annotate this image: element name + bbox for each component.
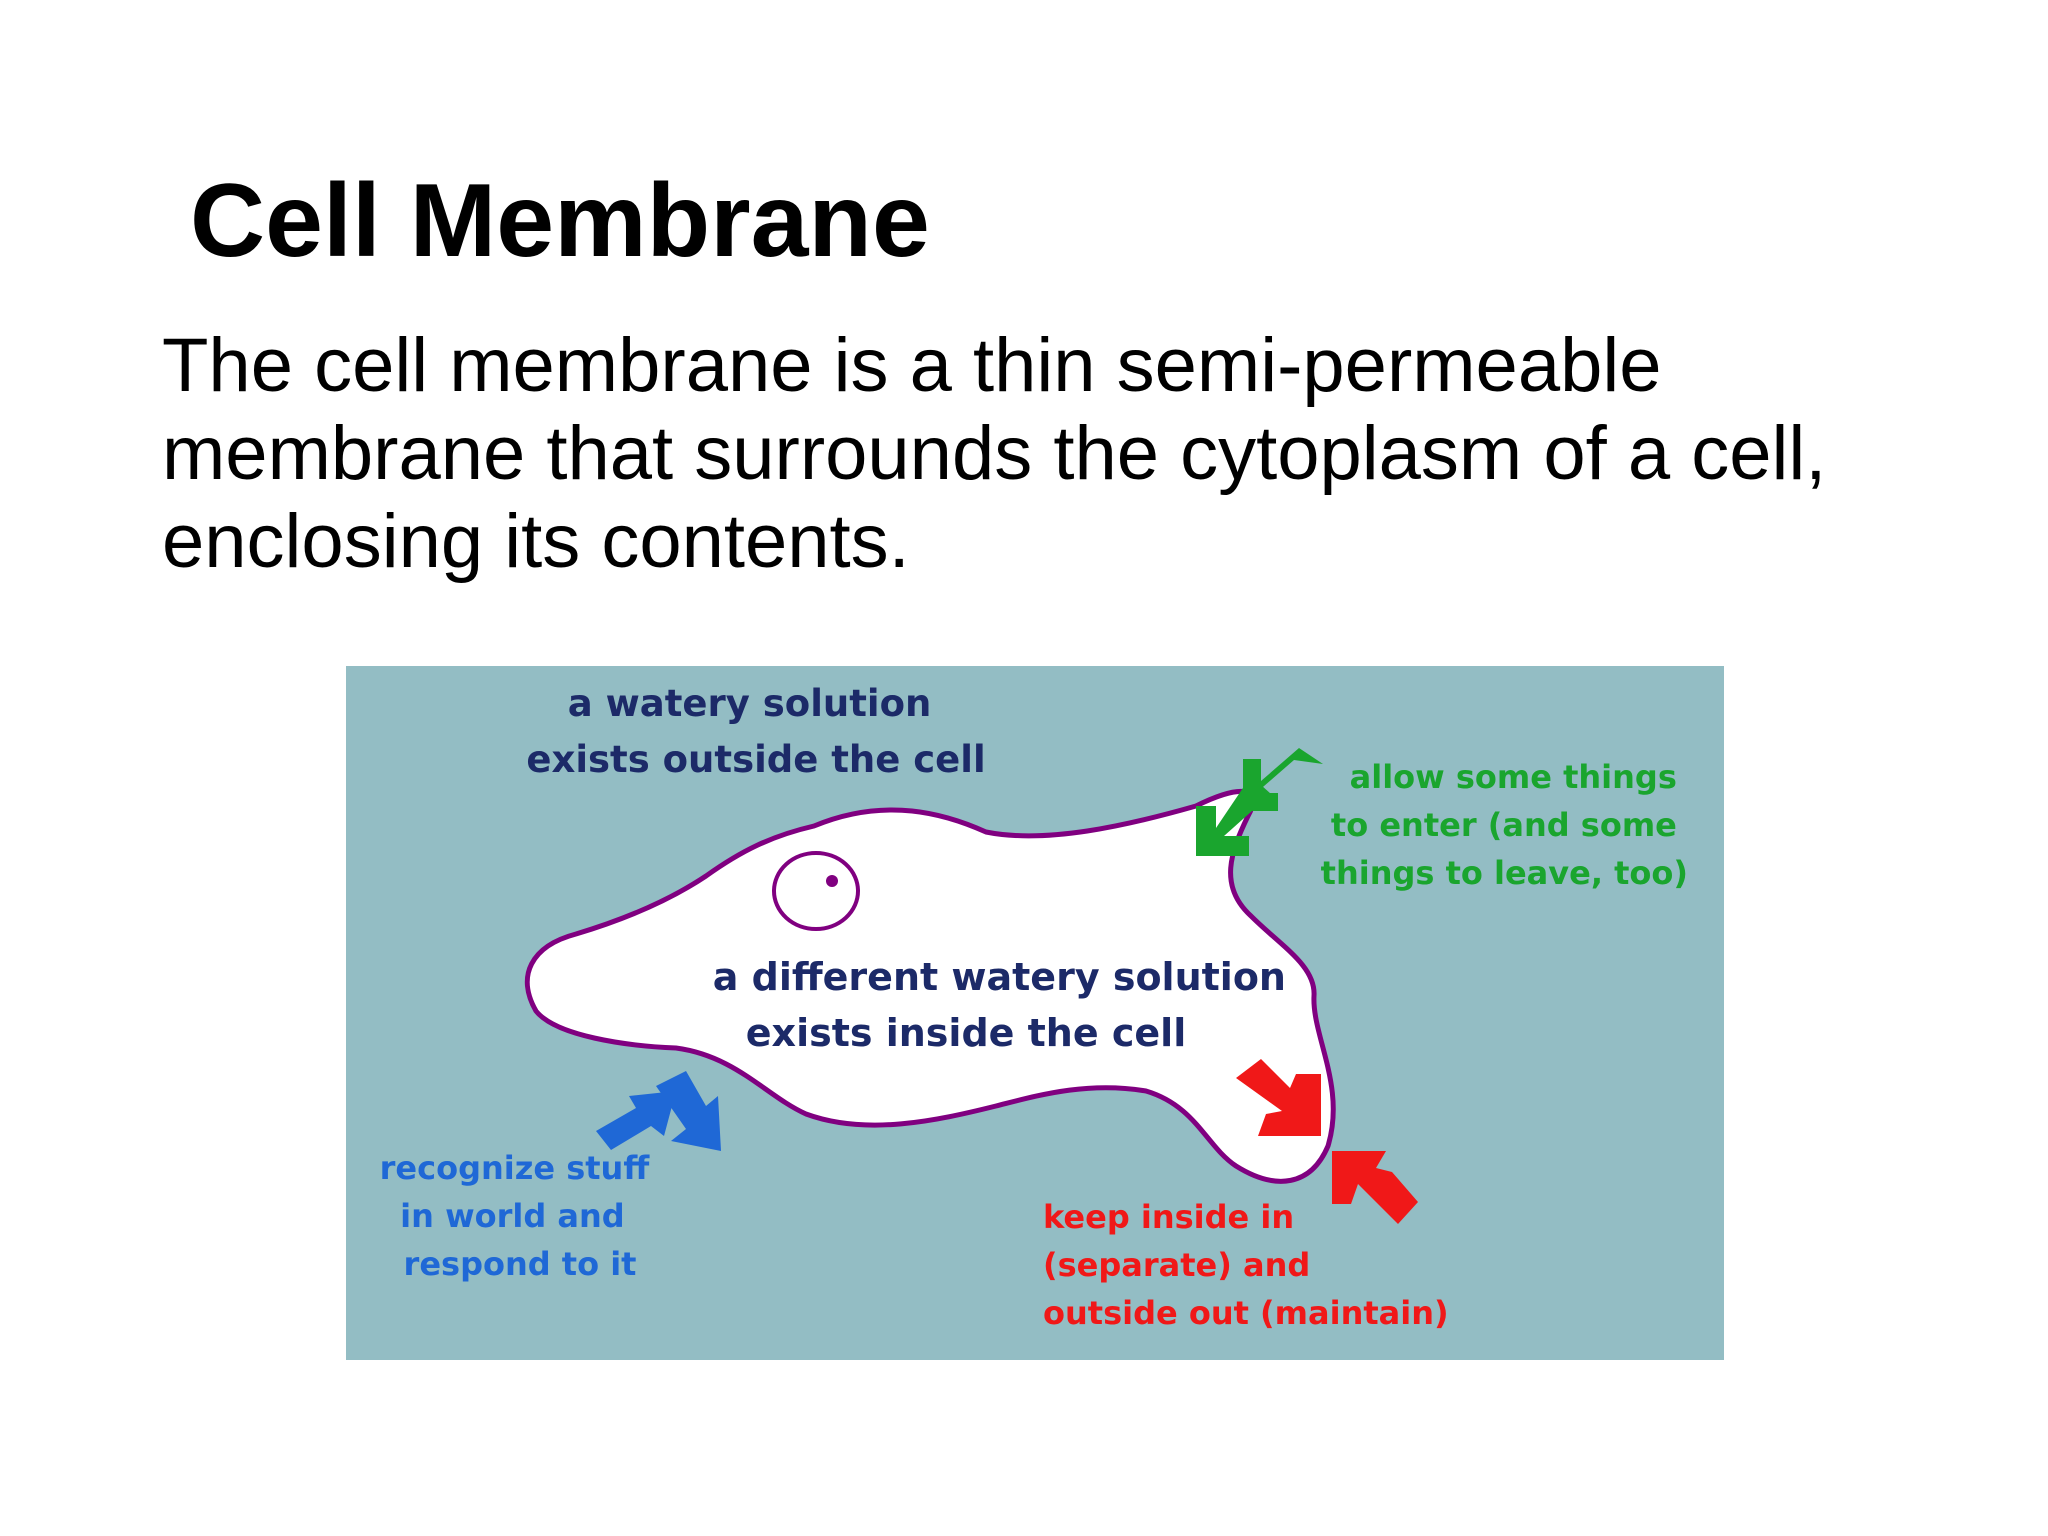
blue-arrow-icon xyxy=(656,1071,721,1151)
red-arrow-icon xyxy=(1236,1059,1321,1136)
keep-inside-label: keep inside in (separate) and outside ou… xyxy=(1043,1198,1449,1332)
cell-membrane-outline xyxy=(524,788,1336,1184)
body-line: The cell membrane is a thin semi-permeab… xyxy=(162,323,1662,408)
slide-body-text: The cell membrane is a thin semi-permeab… xyxy=(162,322,1922,586)
recognize-label: recognize stuff in world and respond to … xyxy=(380,1149,661,1283)
blue-arrow-icon xyxy=(596,1091,676,1150)
body-line: membrane that surrounds the cytoplasm of… xyxy=(162,411,1827,496)
nucleus-circle xyxy=(772,851,860,931)
enter-leave-label: allow some things to enter (and some thi… xyxy=(1321,758,1688,892)
body-line: enclosing its contents. xyxy=(162,499,910,584)
slide-title: Cell Membrane xyxy=(190,163,930,279)
nucleolus-dot xyxy=(826,875,838,887)
inside-solution-label: a different watery solution exists insid… xyxy=(713,955,1299,1055)
green-arrow-icon xyxy=(1196,776,1271,856)
outside-solution-label: a watery solution exists outside the cel… xyxy=(526,682,985,781)
red-arrow-icon xyxy=(1332,1151,1418,1224)
cell-membrane-diagram: a watery solution exists outside the cel… xyxy=(346,666,1724,1360)
